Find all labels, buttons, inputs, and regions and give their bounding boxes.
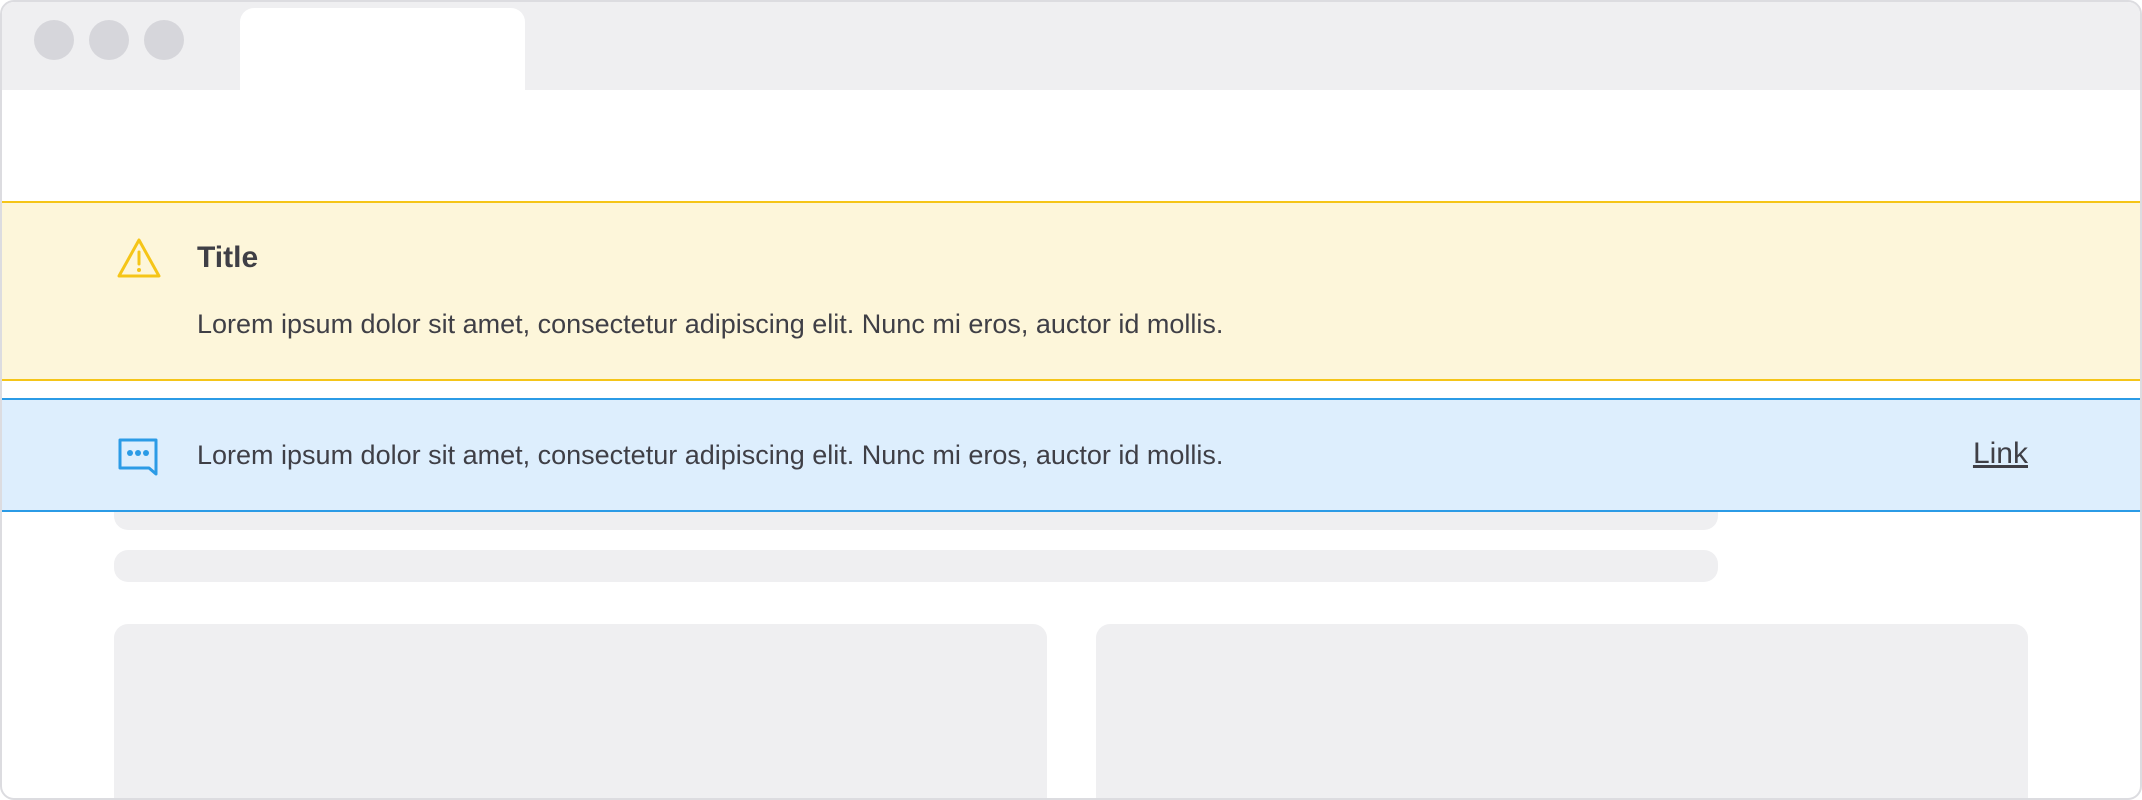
warning-triangle-icon — [116, 237, 162, 279]
info-banner-link[interactable]: Link — [1972, 437, 2028, 470]
warning-banner: Title Lorem ipsum dolor sit amet, consec… — [2, 201, 2140, 381]
chat-bubble-icon — [116, 436, 160, 476]
warning-banner-message: Lorem ipsum dolor sit amet, consectetur … — [197, 309, 1224, 339]
minimize-window-button[interactable] — [89, 20, 129, 60]
maximize-window-button[interactable] — [144, 20, 184, 60]
close-window-button[interactable] — [34, 20, 74, 60]
browser-tab[interactable] — [240, 8, 525, 92]
info-banner: Lorem ipsum dolor sit amet, consectetur … — [2, 398, 2140, 512]
title-bar — [2, 2, 2140, 92]
placeholder-card — [1096, 624, 2028, 798]
info-banner-message: Lorem ipsum dolor sit amet, consectetur … — [197, 440, 1224, 470]
placeholder-line — [114, 550, 1718, 582]
placeholder-card — [114, 624, 1047, 798]
warning-banner-title: Title — [197, 241, 259, 274]
